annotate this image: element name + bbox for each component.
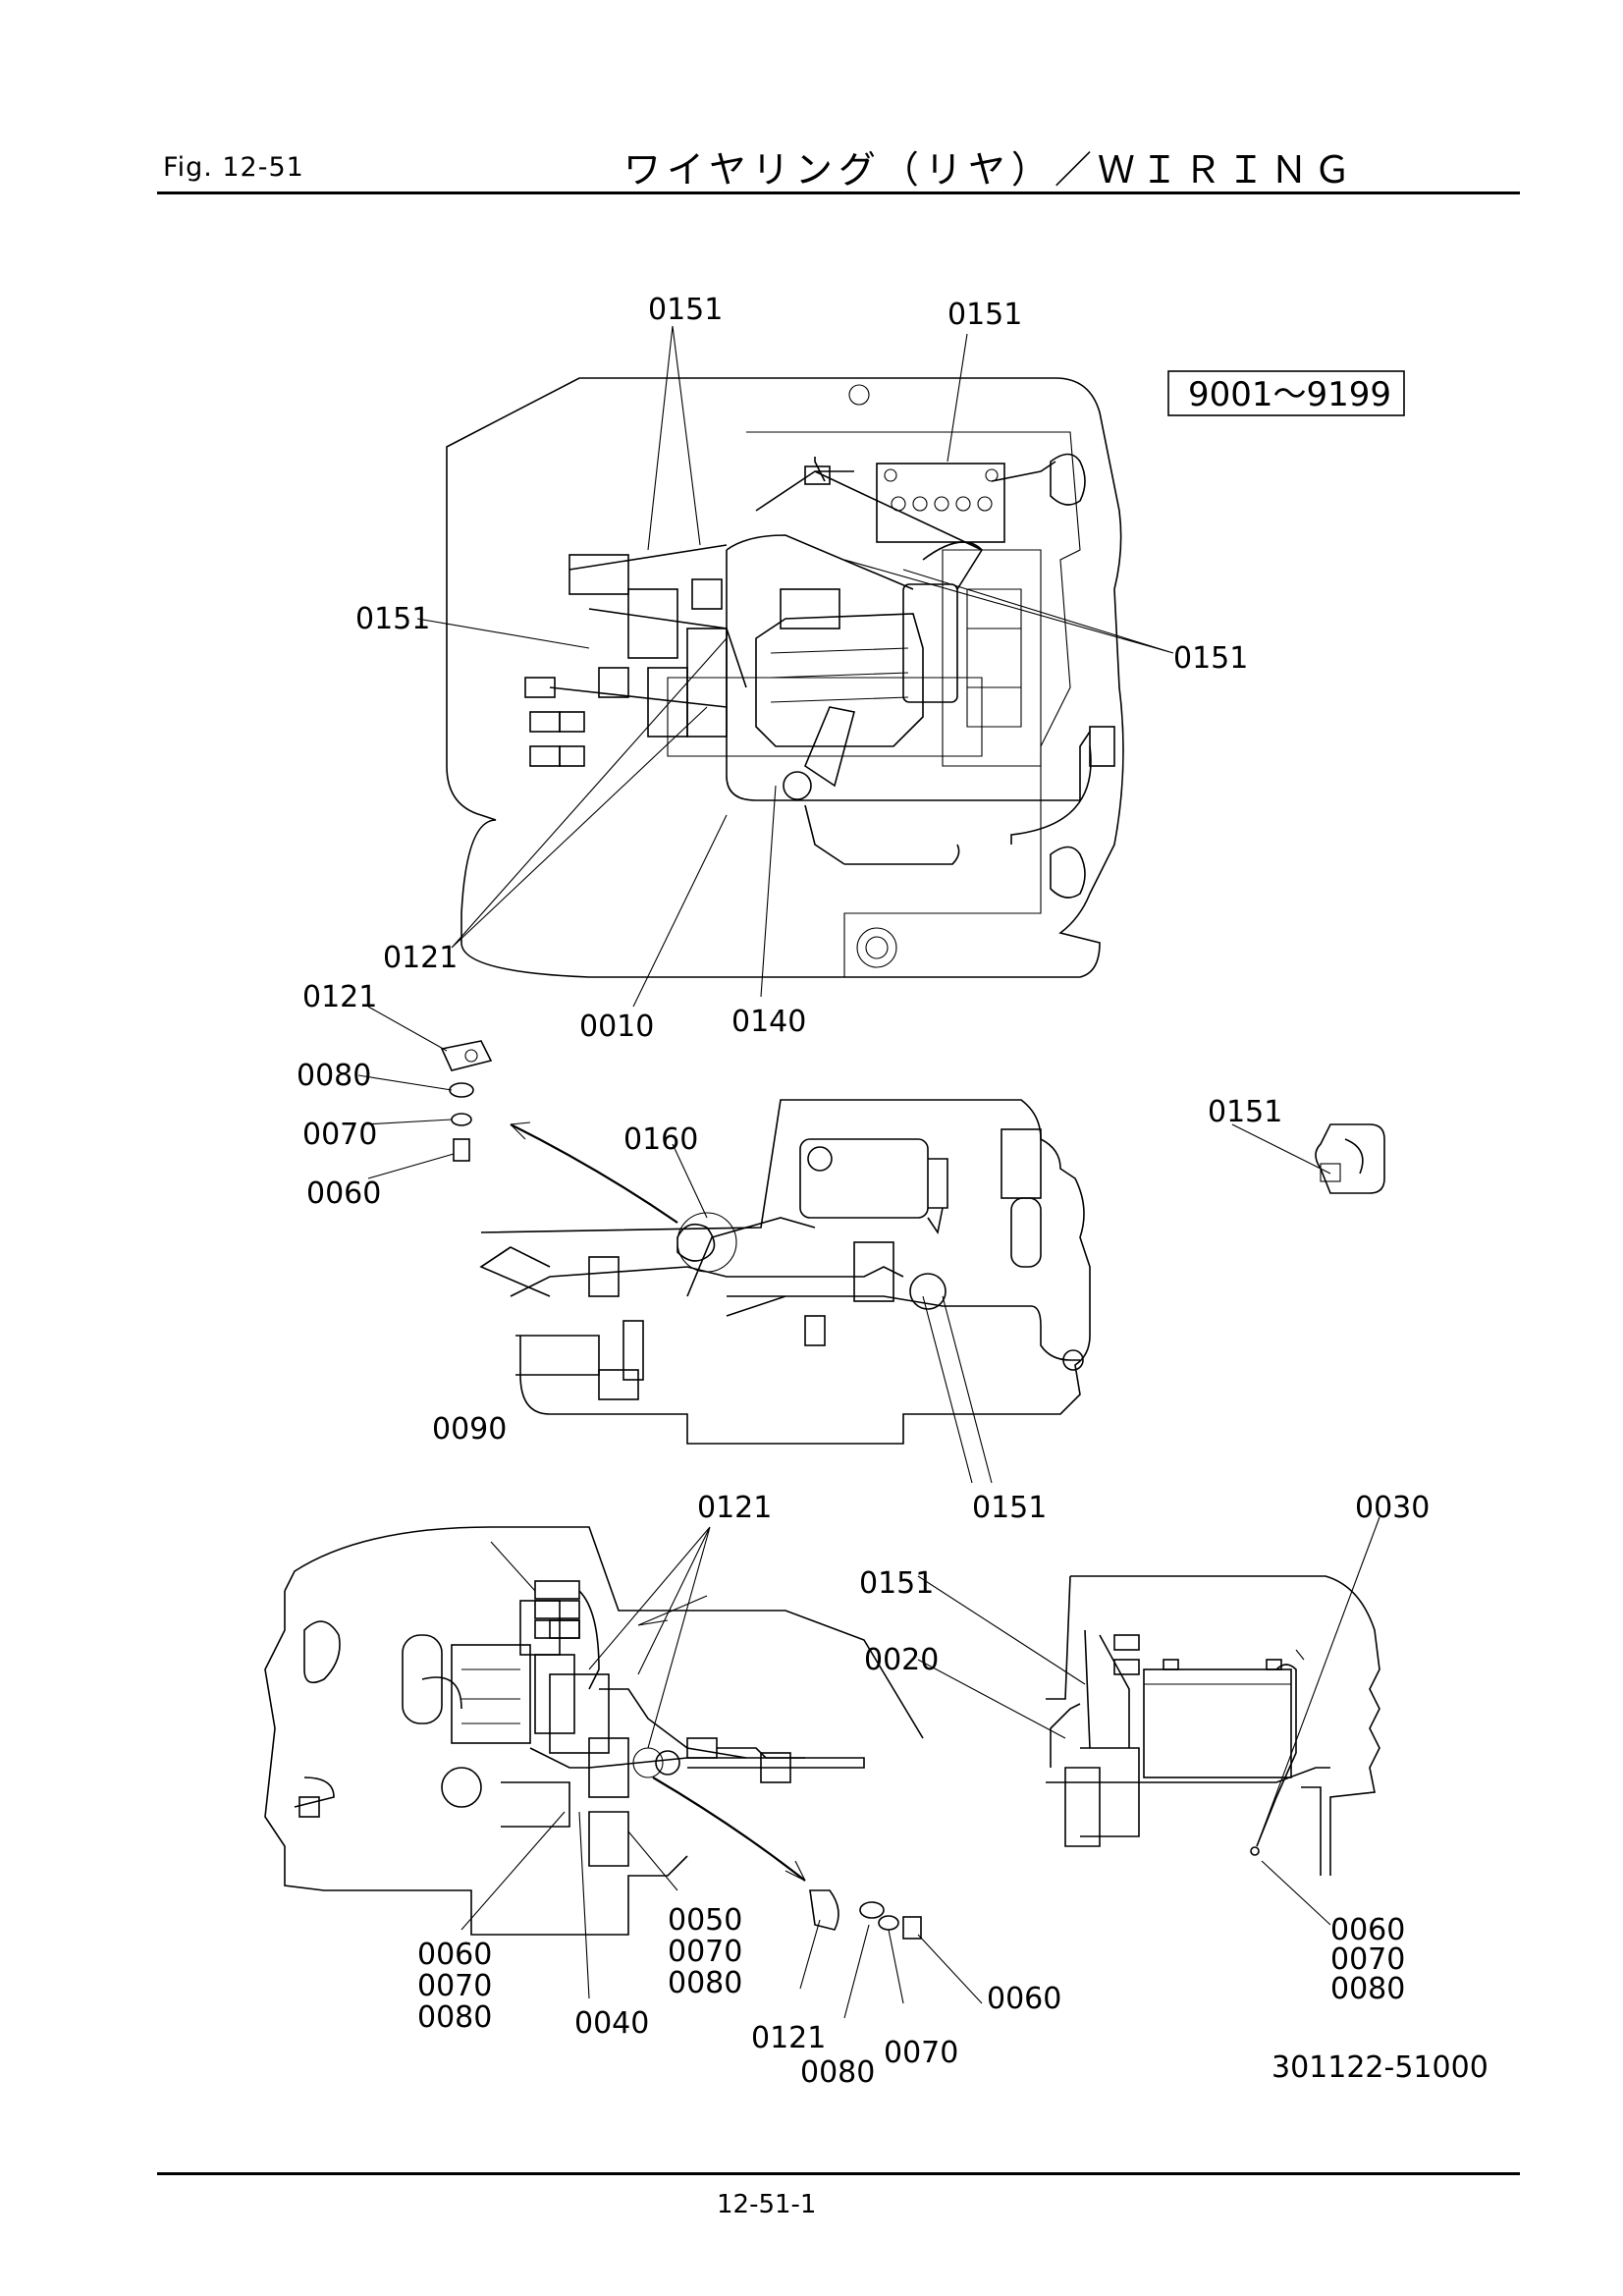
lamps-top [1050,453,1115,899]
side-view-lower-left [264,1526,924,1936]
callout-0010: 0010 [579,1010,654,1044]
callout-0030: 0030 [1355,1491,1430,1525]
left-components-top [524,465,831,767]
clamp-detail-b [799,1889,983,2019]
callout-0060: 0060 [987,1982,1061,2016]
page-title: ワイヤリング（リヤ）／ＷＩＲＩＮＧ [623,148,1357,191]
callout-0151: 0151 [1173,641,1248,676]
callout-0040: 0040 [574,2006,649,2041]
serial-box [1167,370,1405,416]
callout-0151: 0151 [1208,1095,1282,1129]
page-number: 12-51-1 [717,2190,817,2219]
callout-0080: 0080 [417,2000,492,2035]
middle-leaders [672,1123,1385,1484]
engine-top [755,541,984,800]
callout-0151: 0151 [972,1491,1047,1525]
footer-rule [157,2172,1520,2175]
top-view-outline [446,377,1124,978]
callout-0121: 0121 [751,2021,826,2055]
callout-0080: 0080 [800,2055,875,2090]
side-view-middle [479,1099,1091,1445]
lower-left-leaders [460,1526,806,1999]
callout-0080: 0080 [297,1059,371,1093]
callout-0121: 0121 [302,980,377,1014]
lower-right-leaders [917,1516,1380,1926]
callout-0070: 0070 [302,1118,377,1152]
side-view-lower-right [1046,1575,1380,1876]
drawing-part-number: 301122-51000 [1271,2050,1488,2085]
callout-0151: 0151 [648,293,723,327]
callout-0160: 0160 [623,1122,698,1157]
serial-range: 9001～9199 [1188,375,1391,414]
header-rule [157,191,1520,194]
callout-0060: 0060 [306,1176,381,1211]
callout-0121: 0121 [697,1491,772,1525]
harness-top [549,457,1092,865]
callout-0151: 0151 [947,298,1022,332]
clamp-detail-a [357,1006,678,1224]
callout-0020: 0020 [864,1643,939,1677]
callout-0070: 0070 [1330,1942,1405,1977]
callout-0060: 0060 [1330,1913,1405,1947]
callout-0070: 0070 [417,1969,492,2003]
callout-0151: 0151 [355,602,430,636]
callout-0070: 0070 [884,2036,958,2070]
callout-0121: 0121 [383,941,458,975]
callout-0050: 0050 [668,1903,742,1938]
top-leaders [416,325,1174,1008]
callout-0080: 0080 [668,1966,742,2000]
callout-0080: 0080 [1330,1972,1405,2006]
callout-0151: 0151 [859,1566,934,1601]
figure-label: Fig. 12-51 [163,152,304,183]
callout-0090: 0090 [432,1412,507,1447]
callout-0070: 0070 [668,1935,742,1969]
callout-0060: 0060 [417,1938,492,1972]
battery-top [876,463,1005,543]
callout-0140: 0140 [731,1005,806,1039]
